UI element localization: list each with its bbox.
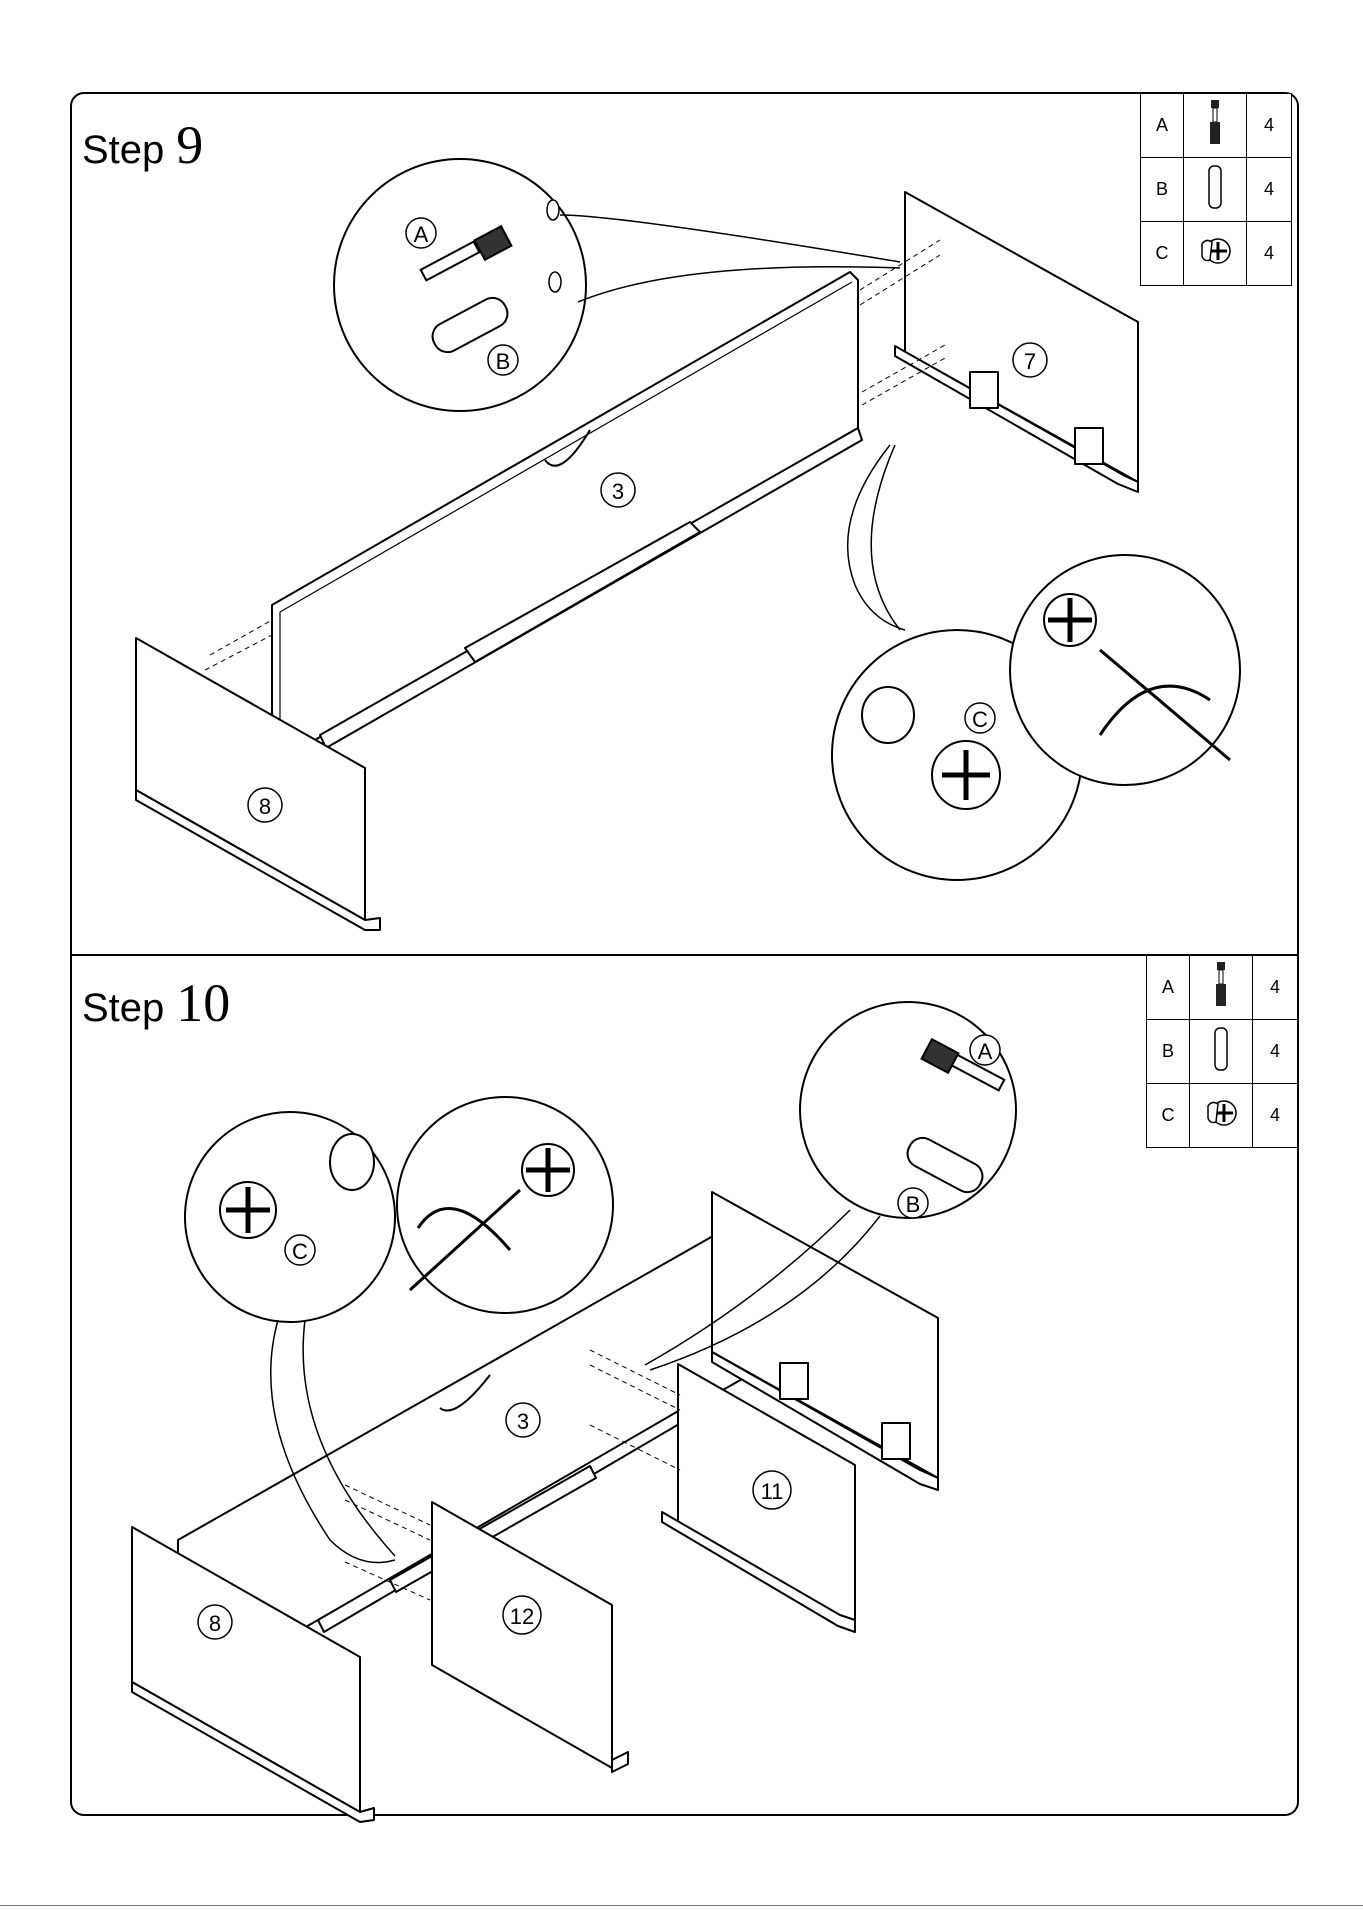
- panel-12-label: 12: [510, 1604, 534, 1629]
- cam-block-3: [780, 1363, 808, 1399]
- panel-8-label-10: 8: [209, 1611, 221, 1636]
- panel-3-label-10: 3: [517, 1409, 529, 1434]
- panel-11-label: 11: [761, 1479, 784, 1504]
- panel-12-shape: [432, 1502, 612, 1768]
- cam-block-4: [882, 1423, 910, 1459]
- callout-c-label-10: C: [292, 1239, 308, 1264]
- page-bottom-rule: [0, 1905, 1363, 1906]
- callout-b-label-10: B: [906, 1192, 921, 1217]
- callout-a-label-10: A: [978, 1039, 993, 1064]
